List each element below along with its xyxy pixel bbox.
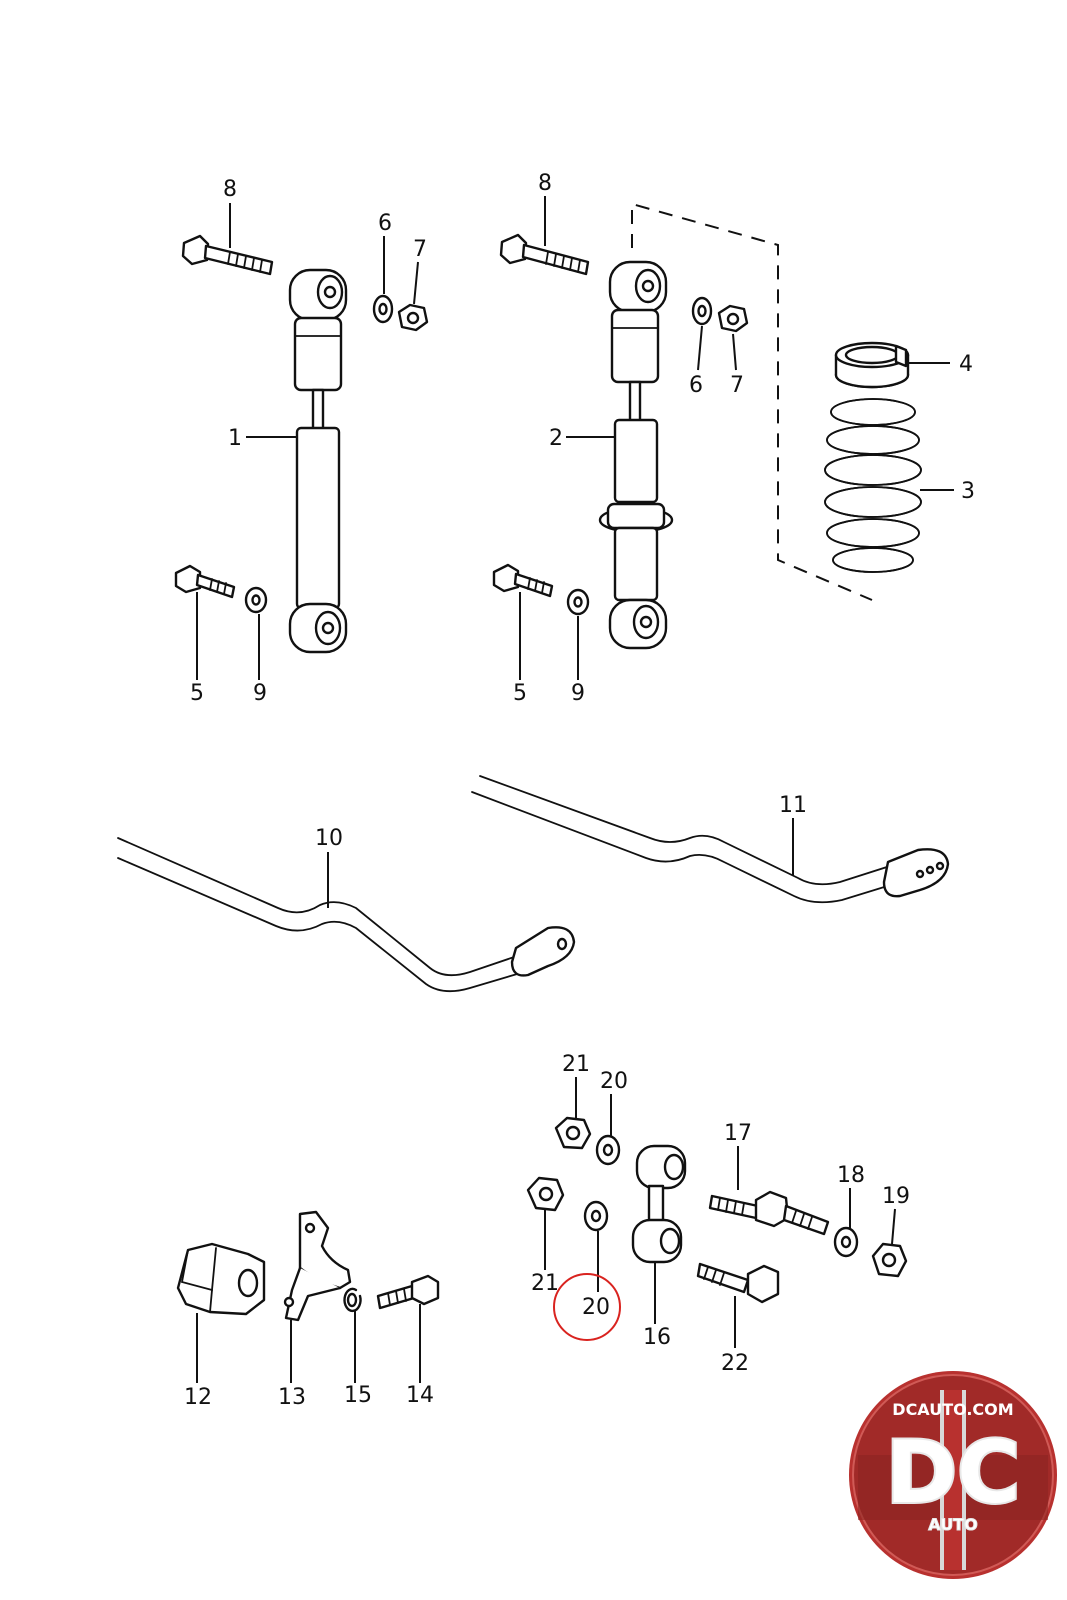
washer-9-left (244, 586, 268, 614)
callout-17: 17 (724, 1121, 752, 1146)
callout-6-right: 6 (689, 373, 703, 398)
nut-21-upper (554, 1116, 592, 1150)
shock-absorber-1 (288, 268, 348, 654)
bolt-5-left (174, 564, 236, 599)
callout-20-lower: 20 (582, 1295, 610, 1320)
callout-10: 10 (315, 826, 343, 851)
washer-9-right (566, 588, 590, 616)
bushing-12 (176, 1242, 266, 1316)
callout-numbers: 8 6 7 1 5 9 8 6 7 2 5 9 4 3 10 11 21 20 … (184, 171, 975, 1410)
callout-16: 16 (643, 1325, 671, 1350)
stud-17 (708, 1190, 830, 1236)
callout-9-left: 9 (253, 681, 267, 706)
clamp-13 (283, 1210, 352, 1322)
drop-link-16 (631, 1144, 687, 1264)
nut-7-right (717, 304, 749, 333)
washer-18 (833, 1226, 859, 1258)
callout-5-right: 5 (513, 681, 527, 706)
callout-1: 1 (228, 426, 242, 451)
dcauto-logo: DCAUTO.COM DC AUTO (849, 1371, 1057, 1579)
stabilizer-bar-11 (471, 775, 950, 904)
bolt-8-left (181, 234, 274, 276)
stabilizer-bar-10 (117, 837, 576, 993)
nut-21-lower (526, 1176, 565, 1212)
coil-spring-3 (824, 398, 922, 573)
highlight-circle (553, 1273, 621, 1341)
callout-12: 12 (184, 1385, 212, 1410)
bolt-5-right (492, 563, 554, 598)
callout-13: 13 (278, 1385, 306, 1410)
callout-7-left: 7 (413, 237, 427, 262)
nut-7-left (397, 303, 429, 332)
callout-5-left: 5 (190, 681, 204, 706)
logo-top-text: DCAUTO.COM (892, 1400, 1013, 1419)
callout-20-upper: 20 (600, 1069, 628, 1094)
logo-letters: DC (886, 1423, 1021, 1523)
callout-21-lower: 21 (531, 1271, 559, 1296)
callout-2: 2 (549, 426, 563, 451)
washer-20-lower (583, 1200, 609, 1232)
bolt-22 (696, 1262, 780, 1304)
washer-6-right (691, 296, 713, 326)
callout-18: 18 (837, 1163, 865, 1188)
callout-8-right: 8 (538, 171, 552, 196)
shock-absorber-2 (598, 260, 674, 650)
logo-bottom-text: AUTO (928, 1515, 977, 1534)
spring-seat-4 (834, 341, 910, 389)
leader-lines (196, 196, 954, 1383)
callout-15: 15 (344, 1383, 372, 1408)
callout-19: 19 (882, 1184, 910, 1209)
callout-4: 4 (959, 352, 973, 377)
washer-6-left (372, 294, 394, 324)
callout-11: 11 (779, 793, 807, 818)
bolt-14 (376, 1274, 440, 1310)
callout-14: 14 (406, 1383, 434, 1408)
callout-6-left: 6 (378, 211, 392, 236)
callout-8-left: 8 (223, 177, 237, 202)
washer-20-upper (595, 1134, 621, 1166)
nut-19 (871, 1242, 908, 1278)
callout-3: 3 (961, 479, 975, 504)
bolt-8-right (499, 233, 590, 276)
callout-7-right: 7 (730, 373, 744, 398)
callout-21-upper: 21 (562, 1052, 590, 1077)
assembly-bracket (631, 202, 873, 601)
lock-washer-15 (343, 1287, 362, 1313)
callout-22: 22 (721, 1351, 749, 1376)
callout-9-right: 9 (571, 681, 585, 706)
